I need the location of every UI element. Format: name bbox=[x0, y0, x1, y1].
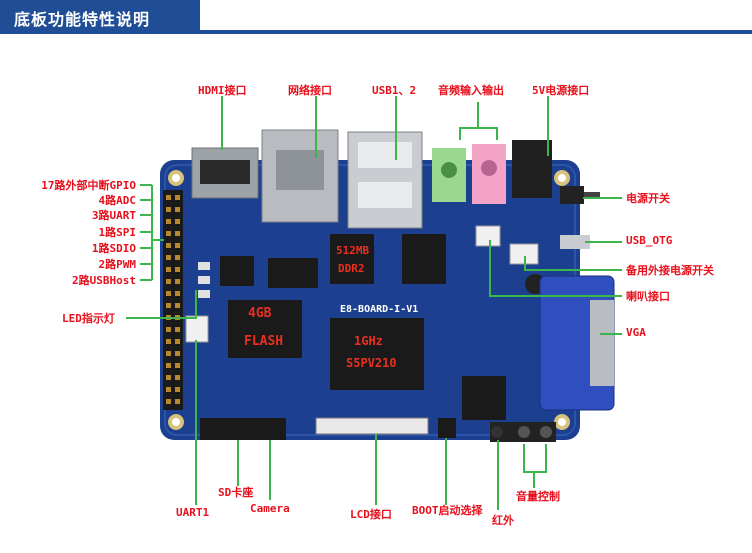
label-hdmi: HDMI接口 bbox=[198, 84, 247, 97]
label-sd: SD卡座 bbox=[218, 486, 254, 499]
led-icon bbox=[198, 262, 210, 270]
usb-otg-connector bbox=[560, 235, 590, 249]
label-backup-power-switch: 备用外接电源开关 bbox=[626, 264, 714, 277]
leader-lines bbox=[126, 96, 622, 510]
lcd-connector bbox=[315, 417, 429, 435]
label-usbhost: 2路USBHost bbox=[72, 274, 136, 287]
cpu-chip bbox=[330, 318, 424, 390]
label-led: LED指示灯 bbox=[62, 312, 115, 325]
header-bar bbox=[0, 0, 200, 34]
pcb-board bbox=[160, 160, 580, 440]
label-vga: VGA bbox=[626, 326, 646, 339]
label-spi: 1路SPI bbox=[98, 226, 137, 239]
uart1-connector bbox=[185, 315, 209, 343]
cpu-model-text: S5PV210 bbox=[346, 356, 397, 370]
label-usb: USB1、2 bbox=[372, 84, 417, 97]
label-sdio: 1路SDIO bbox=[91, 242, 136, 255]
label-adc: 4路ADC bbox=[98, 194, 137, 207]
flash-size-text: 4GB bbox=[248, 306, 272, 321]
flash-chip bbox=[228, 300, 302, 358]
label-volume: 音量控制 bbox=[516, 490, 560, 503]
label-ir: 红外 bbox=[492, 514, 514, 527]
label-uart3: 3路UART bbox=[91, 209, 136, 222]
header-underline bbox=[200, 30, 752, 34]
ram-chip bbox=[330, 234, 374, 284]
label-speaker: 喇叭接口 bbox=[626, 290, 670, 303]
ram-type-text: DDR2 bbox=[338, 262, 365, 275]
label-pwm: 2路PWM bbox=[98, 258, 137, 271]
label-boot: BOOT启动选择 bbox=[412, 504, 483, 517]
label-camera: Camera bbox=[250, 502, 290, 515]
label-usb-otg: USB_OTG bbox=[626, 234, 673, 247]
label-lcd: LCD接口 bbox=[350, 508, 392, 521]
board-name-text: E8-BOARD-I-V1 bbox=[340, 304, 419, 315]
page-title: 底板功能特性说明 bbox=[14, 10, 151, 29]
speaker-connector bbox=[475, 225, 501, 247]
label-power-switch: 电源开关 bbox=[626, 192, 670, 205]
boot-selector bbox=[438, 418, 456, 438]
dc-jack bbox=[512, 140, 552, 198]
label-ethernet: 网络接口 bbox=[288, 84, 332, 97]
camera-header bbox=[200, 418, 286, 440]
label-audio: 音频输入输出 bbox=[438, 84, 504, 97]
label-power5v: 5V电源接口 bbox=[532, 84, 590, 97]
flash-type-text: FLASH bbox=[244, 334, 284, 349]
led-icon bbox=[198, 276, 210, 284]
led-icon bbox=[198, 290, 210, 298]
header-banner: 底板功能特性说明 bbox=[0, 0, 752, 34]
power-switch bbox=[560, 186, 584, 204]
ram-chip-2 bbox=[402, 234, 446, 284]
label-gpio: 17路外部中断GPIO bbox=[41, 179, 136, 192]
label-uart1: UART1 bbox=[176, 506, 210, 519]
cpu-freq-text: 1GHz bbox=[354, 334, 383, 348]
ram-size-text: 512MB bbox=[336, 244, 370, 257]
